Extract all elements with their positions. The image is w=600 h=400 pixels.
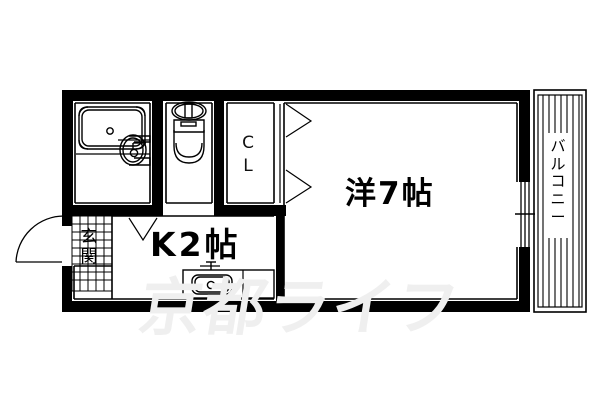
sliding-window-icon bbox=[515, 182, 535, 247]
balcony-char-5: ー bbox=[550, 207, 566, 226]
watermark-text: 京都ライフ bbox=[134, 271, 466, 344]
room-label-entrance: 玄 関 bbox=[78, 227, 100, 267]
bath-door-swing-icon bbox=[128, 217, 158, 242]
washbasin-icon bbox=[118, 134, 151, 166]
closet-char-2: L bbox=[243, 155, 253, 176]
room-label-western-room: 洋7帖 bbox=[345, 176, 435, 212]
kitchen-sink-icon bbox=[182, 261, 275, 299]
bathtub-icon bbox=[76, 106, 150, 155]
balcony-char-4: ニ bbox=[550, 190, 566, 209]
entrance-char-2: 関 bbox=[80, 246, 98, 267]
interior-walls bbox=[62, 90, 286, 312]
entry-door-swing-icon bbox=[15, 215, 65, 263]
balcony-char-1: バ bbox=[550, 137, 566, 155]
balcony-char-3: コ bbox=[550, 172, 566, 191]
toilet-icon bbox=[171, 101, 207, 164]
balcony-char-2: ル bbox=[550, 154, 566, 173]
closet-char-1: C bbox=[242, 133, 254, 153]
room-label-balcony: バ ル コ ニ ー bbox=[549, 137, 567, 226]
wall-inner-lines bbox=[73, 102, 518, 300]
entrance-tile-floor bbox=[71, 215, 113, 292]
room-label-closet: C L bbox=[238, 132, 258, 178]
entrance-char-1: 玄 bbox=[80, 227, 98, 247]
room-label-kitchen: K2帖 bbox=[150, 225, 241, 264]
folding-door-icon bbox=[279, 103, 313, 204]
balcony-area bbox=[533, 89, 587, 313]
